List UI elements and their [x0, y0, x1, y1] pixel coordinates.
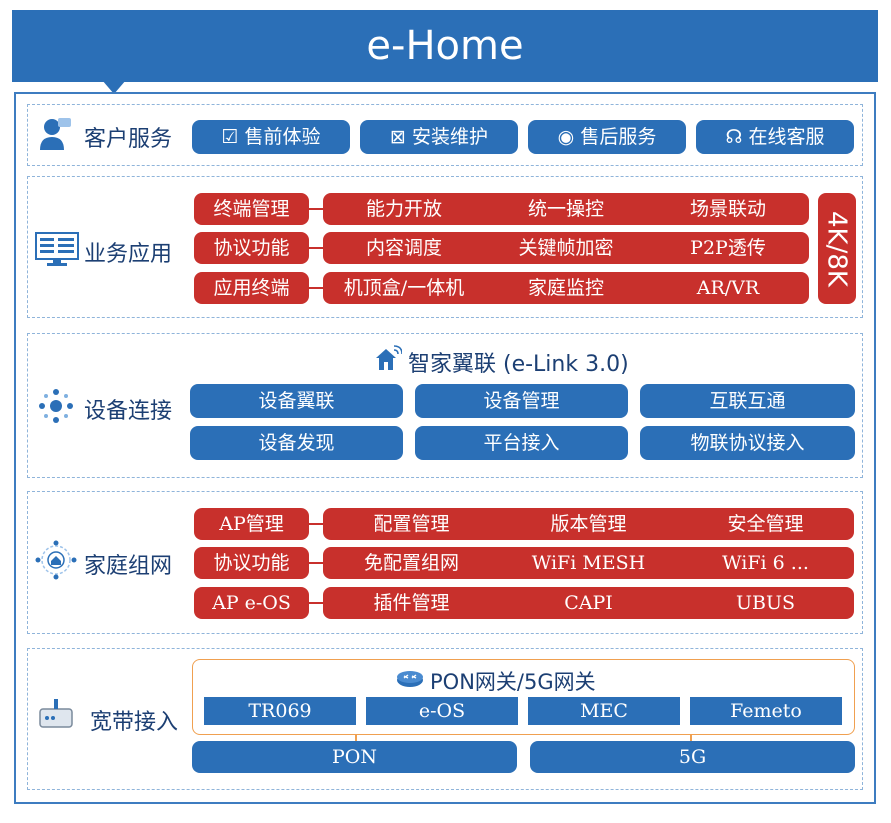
- header-notch: [102, 80, 126, 94]
- network-item: UBUS: [735, 592, 795, 614]
- resolution-badge: 4K/8K: [818, 193, 856, 304]
- gateway-title: PON网关/5G网关: [430, 670, 596, 694]
- pon-link: [355, 735, 357, 743]
- presale-icon: ☑: [221, 126, 239, 148]
- network-item: WiFi MESH: [531, 552, 646, 574]
- business-item: 场景联动: [689, 198, 766, 220]
- network-row-2: 免配置组网 WiFi MESH WiFi 6 ...: [323, 547, 854, 579]
- network-item: 版本管理: [550, 513, 627, 535]
- section-home-network: [27, 491, 863, 634]
- monitor-icon: [35, 232, 79, 266]
- gateway-module: TR069: [204, 697, 356, 725]
- network-item: CAPI: [564, 592, 613, 614]
- main-frame: [14, 92, 876, 804]
- device-item: 设备管理: [415, 384, 628, 418]
- section-business-app: [27, 176, 863, 318]
- section-device-connect: [27, 333, 863, 478]
- section-broadband: [27, 648, 863, 790]
- network-item: 免配置组网: [363, 552, 459, 574]
- business-tag: 应用终端: [194, 272, 309, 304]
- customer-service-icon: [40, 118, 71, 150]
- gateway-module: e-OS: [366, 697, 518, 725]
- online-support-button[interactable]: ☊ 在线客服: [696, 120, 854, 154]
- header-banner: e-Home: [12, 10, 878, 82]
- aftersale-button[interactable]: ◉ 售后服务: [528, 120, 686, 154]
- device-item: 设备发现: [190, 426, 403, 460]
- business-row-2: 内容调度 关键帧加密 P2P透传: [323, 232, 809, 264]
- network-item: 安全管理: [727, 513, 804, 535]
- connector: [309, 208, 323, 210]
- network-row-3: 插件管理 CAPI UBUS: [323, 587, 854, 619]
- section-label-broadband: 宽带接入: [90, 710, 179, 735]
- business-row-1: 能力开放 统一操控 场景联动: [323, 193, 809, 225]
- gateway-device-icon: [39, 699, 73, 728]
- tools-icon: ⊠: [390, 126, 406, 148]
- device-item: 互联互通: [640, 384, 855, 418]
- elink-subtitle: 智家翼联 (e-Link 3.0): [408, 352, 629, 377]
- network-tag: 协议功能: [194, 547, 309, 579]
- resolution-badge-label: 4K/8K: [821, 211, 852, 287]
- network-item: WiFi 6 ...: [722, 552, 809, 574]
- network-tag: AP管理: [194, 508, 309, 540]
- presale-button[interactable]: ☑ 售前体验: [192, 120, 350, 154]
- section-label-customer: 客户服务: [84, 127, 173, 152]
- business-item: P2P透传: [690, 237, 766, 259]
- network-nodes-icon: [39, 389, 73, 423]
- business-tag: 终端管理: [194, 193, 309, 225]
- aftersale-icon: ◉: [557, 126, 575, 148]
- business-item: 家庭监控: [527, 277, 604, 299]
- 5g-access: 5G: [530, 741, 855, 773]
- device-item: 设备翼联: [190, 384, 403, 418]
- headset-icon: ☊: [725, 126, 743, 148]
- section-label-business: 业务应用: [84, 242, 173, 267]
- business-item: 能力开放: [365, 198, 442, 220]
- connector: [309, 287, 323, 289]
- device-item: 平台接入: [415, 426, 628, 460]
- connector: [309, 562, 323, 564]
- network-item: 配置管理: [373, 513, 450, 535]
- connector: [309, 247, 323, 249]
- pon-access: PON: [192, 741, 517, 773]
- connector: [309, 602, 323, 604]
- business-item: 关键帧加密: [518, 237, 614, 259]
- network-row-1: 配置管理 版本管理 安全管理: [323, 508, 854, 540]
- connector: [309, 523, 323, 525]
- page-title: e-Home: [366, 23, 524, 69]
- section-label-network: 家庭组网: [84, 554, 173, 579]
- install-maintain-button[interactable]: ⊠ 安装维护: [360, 120, 518, 154]
- network-tag: AP e-OS: [194, 587, 309, 619]
- section-label-device: 设备连接: [84, 399, 173, 424]
- business-item: 统一操控: [527, 198, 604, 220]
- gateway-frame: [192, 659, 855, 735]
- gateway-module: MEC: [528, 697, 680, 725]
- device-item: 物联协议接入: [640, 426, 855, 460]
- 5g-link: [690, 735, 692, 743]
- router-icon: [397, 671, 423, 687]
- gateway-module: Femeto: [690, 697, 842, 725]
- network-item: 插件管理: [373, 592, 450, 614]
- business-item: 内容调度: [365, 237, 442, 259]
- business-row-3: 机顶盒/一体机 家庭监控 AR/VR: [323, 272, 809, 304]
- business-tag: 协议功能: [194, 232, 309, 264]
- smart-home-icon: [376, 345, 402, 370]
- section-customer-service: [27, 104, 863, 166]
- business-item: AR/VR: [696, 277, 760, 299]
- business-item: 机顶盒/一体机: [343, 277, 465, 299]
- home-network-icon: [35, 540, 77, 580]
